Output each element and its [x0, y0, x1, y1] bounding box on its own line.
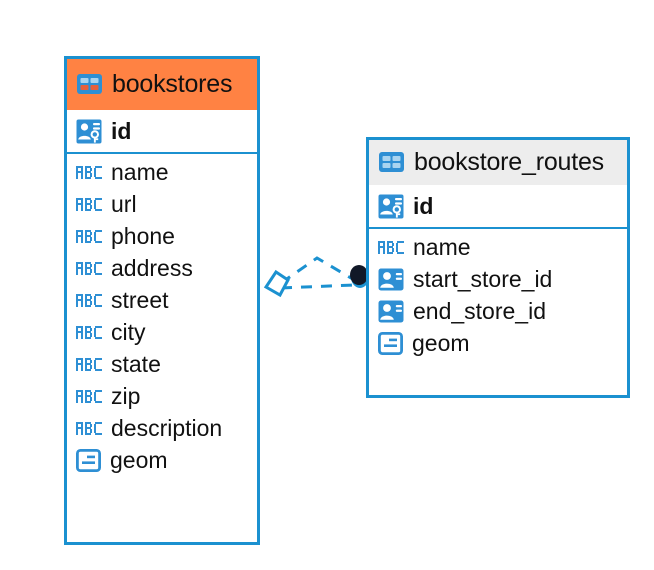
field-row[interactable]: name [369, 231, 627, 263]
diamond-marker [263, 269, 290, 298]
field-label: zip [111, 382, 141, 409]
entity-title: bookstore_routes [414, 147, 604, 176]
abc-text-icon [76, 229, 102, 243]
field-label: id [111, 117, 132, 144]
foreign-key-icon [378, 268, 404, 290]
abc-text-icon [76, 357, 102, 371]
primary-key-section: id [67, 110, 257, 154]
field-row[interactable]: address [67, 252, 257, 284]
entity-header-bookstore-routes[interactable]: bookstore_routes [369, 140, 627, 185]
entity-title: bookstores [112, 69, 233, 98]
field-row[interactable]: name [67, 156, 257, 188]
field-row[interactable]: description [67, 412, 257, 444]
abc-text-icon [76, 261, 102, 275]
field-row[interactable]: city [67, 316, 257, 348]
abc-text-icon [76, 293, 102, 307]
table-grid-icon [77, 74, 102, 94]
geometry-icon [76, 448, 101, 472]
field-row[interactable]: start_store_id [369, 263, 627, 295]
relationship-line-lower [280, 283, 355, 290]
field-row[interactable]: phone [67, 220, 257, 252]
field-label: state [111, 350, 161, 377]
field-row[interactable]: state [67, 348, 257, 380]
field-label: phone [111, 222, 175, 249]
field-label: id [413, 192, 434, 219]
field-label: geom [412, 329, 470, 356]
field-row[interactable]: zip [67, 380, 257, 412]
field-row[interactable]: geom [369, 327, 627, 359]
field-row[interactable]: street [67, 284, 257, 316]
abc-text-icon [76, 389, 102, 403]
field-label: geom [110, 446, 168, 473]
table-grid-icon [379, 152, 404, 172]
abc-text-icon [76, 325, 102, 339]
entity-header-bookstores[interactable]: bookstores [67, 59, 257, 110]
field-label: street [111, 286, 169, 313]
field-row[interactable]: end_store_id [369, 295, 627, 327]
abc-text-icon [76, 165, 102, 179]
field-label: start_store_id [413, 265, 553, 292]
field-list-bookstores: name url phone address street city state zip des… [67, 154, 257, 480]
entity-table-bookstores[interactable]: bookstores id name url phone address street c… [64, 56, 260, 545]
field-label: name [111, 158, 169, 185]
foreign-key-icon [378, 300, 404, 322]
field-label: city [111, 318, 146, 345]
field-row[interactable]: url [67, 188, 257, 220]
relationship-line-upper [280, 256, 357, 285]
abc-text-icon [76, 197, 102, 211]
primary-key-icon [378, 194, 404, 218]
field-row[interactable]: geom [67, 444, 257, 476]
primary-key-icon [76, 119, 102, 143]
field-row-primary-key[interactable]: id [369, 185, 627, 227]
field-label: url [111, 190, 137, 217]
primary-key-section: id [369, 185, 627, 229]
geometry-icon [378, 331, 403, 355]
field-label: description [111, 414, 223, 441]
field-label: end_store_id [413, 297, 546, 324]
abc-text-icon [76, 421, 102, 435]
field-label: name [413, 233, 471, 260]
field-label: address [111, 254, 193, 281]
field-row-primary-key[interactable]: id [67, 110, 257, 152]
abc-text-icon [378, 240, 404, 254]
